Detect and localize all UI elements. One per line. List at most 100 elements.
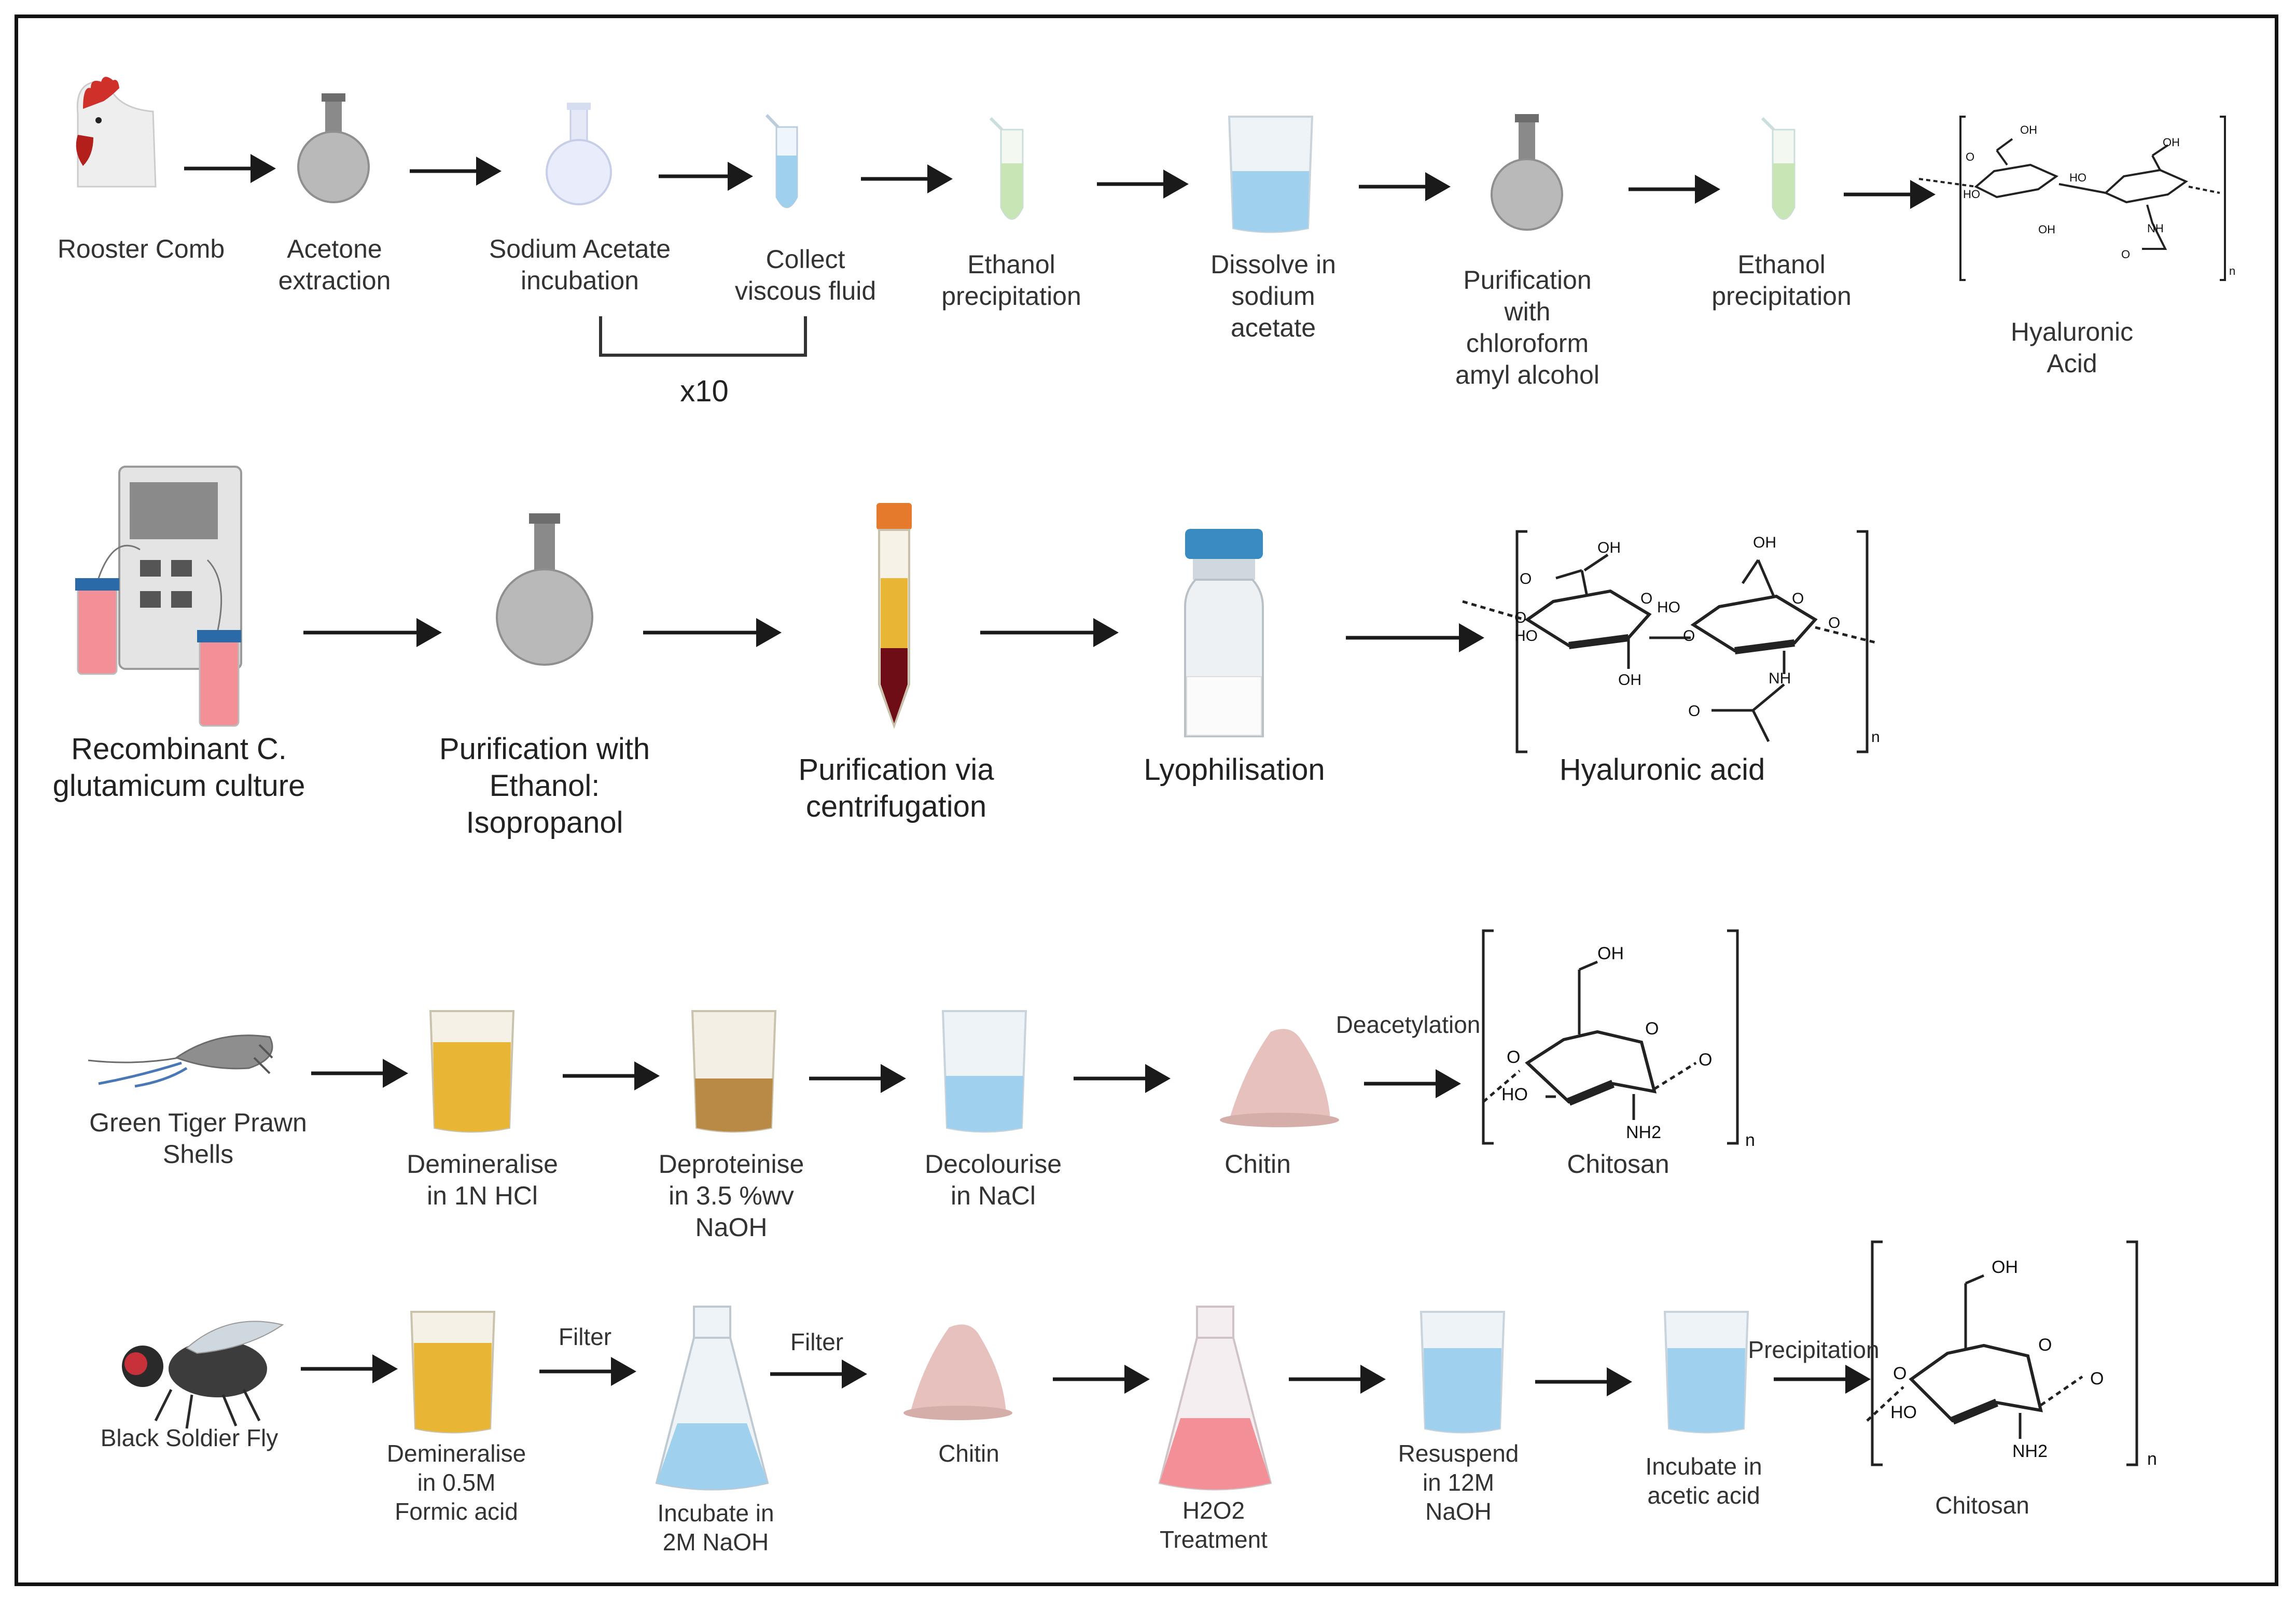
label-incubate-naoh: Incubate in 2M NaOH: [657, 1500, 774, 1556]
centrifuge-tube-icon: [876, 503, 912, 729]
chitin-pile-icon-2: [903, 1324, 1012, 1420]
nacl-beaker-icon: [941, 1010, 1027, 1133]
label-black-soldier-fly: Black Soldier Fly: [100, 1424, 279, 1451]
cs1-o-right: O: [1699, 1050, 1713, 1070]
acetic-acid-beaker-icon: [1663, 1311, 1749, 1434]
label-green-tiger-prawn-shells: Green Tiger Prawn Shells: [89, 1108, 307, 1169]
ha2-o-4: O: [1683, 627, 1695, 645]
ethanol-tube-icon-2: [1761, 117, 1796, 220]
black-soldier-fly-icon: [122, 1321, 284, 1429]
sodium-acetate-beaker-icon: [1228, 116, 1314, 233]
cs1-ho: HO: [1501, 1085, 1528, 1104]
cs1-n: n: [1745, 1130, 1755, 1150]
label-filter-1: Filter: [558, 1323, 612, 1350]
label-chitosan-2: Chitosan: [1935, 1492, 2029, 1519]
label-precipitation: Precipitation: [1748, 1336, 1880, 1363]
cs2-ho: HO: [1890, 1403, 1917, 1422]
label-chitin-1: Chitin: [1224, 1150, 1291, 1179]
label-recombinant-culture: Recombinant C. glutamicum culture: [52, 732, 305, 803]
label-demineralise-hcl: Demineralise in 1N HCl: [407, 1150, 558, 1210]
label-deacetylation: Deacetylation: [1335, 1011, 1481, 1038]
label-rooster-comb: Rooster Comb: [57, 234, 225, 263]
formic-beaker-icon: [410, 1311, 496, 1434]
label-hyaluronic-acid-2: Hyaluronic acid: [1559, 753, 1765, 787]
label-lyophilisation: Lyophilisation: [1144, 753, 1325, 787]
ha1-oh-1: OH: [2020, 123, 2037, 136]
ha1-nh: NH: [2147, 222, 2164, 235]
label-sodium-acetate-incubation: Sodium Acetate incubation: [489, 234, 671, 295]
hyaluronic-acid-structure-1: [1918, 116, 2226, 281]
ha2-oh-1: OH: [1597, 539, 1621, 556]
row1-arrows: [184, 154, 1936, 209]
cs2-oh: OH: [1992, 1257, 2018, 1277]
label-dissolve-sodium-acetate: Dissolve in sodium acetate: [1210, 250, 1336, 342]
hyaluronic-acid-structure-2: [1462, 530, 1878, 753]
naoh-12m-beaker-icon: [1420, 1311, 1506, 1434]
label-demineralise-formic: Demineralise in 0.5M Formic acid: [386, 1440, 526, 1525]
hcl-beaker-icon: [429, 1010, 515, 1133]
cs2-o-ring: O: [2038, 1335, 2052, 1355]
label-acetone-extraction: Acetone extraction: [278, 234, 391, 295]
viscous-fluid-tube-icon: [765, 114, 798, 208]
h2o2-erlenmeyer-icon: [1158, 1306, 1272, 1491]
cs2-o-left: O: [1893, 1364, 1907, 1383]
ha2-o-7: O: [1688, 703, 1701, 720]
ha2-oh-2: OH: [1618, 671, 1641, 689]
ha2-ho-1: HO: [1514, 627, 1538, 645]
chloroform-flask-icon: [1491, 114, 1563, 231]
row4-arrows: [301, 1354, 1871, 1396]
label-ethanol-precipitation-1: Ethanol precipitation: [941, 250, 1081, 311]
cs2-n: n: [2147, 1449, 2157, 1469]
chitin-pile-icon-1: [1220, 1029, 1339, 1127]
rooster-icon: [76, 77, 157, 188]
ethanol-tube-icon-1: [989, 117, 1024, 220]
label-decolourise-nacl: Decolourise in NaCl: [924, 1150, 1062, 1210]
chitosan-structure-1: [1482, 929, 1739, 1145]
label-chitosan-1: Chitosan: [1567, 1150, 1669, 1179]
label-purification-centrifugation: Purification via centrifugation: [798, 753, 994, 823]
ha2-o-3: O: [1640, 590, 1653, 607]
cs1-o-ring: O: [1645, 1019, 1659, 1039]
cs1-o-left: O: [1507, 1047, 1521, 1067]
label-chitin-2: Chitin: [938, 1440, 999, 1467]
cs2-nh2: NH2: [2012, 1441, 2048, 1461]
repeat-bracket: [599, 316, 807, 357]
label-resuspend-naoh: Resuspend in 12M NaOH: [1398, 1440, 1519, 1525]
ha1-ho-2: HO: [2069, 171, 2086, 184]
ha1-ho-1: HO: [1963, 188, 1980, 201]
row3-arrows: [311, 1059, 1461, 1098]
row2-arrows: [303, 618, 1484, 652]
ha1-oh-3: OH: [2163, 136, 2180, 149]
chitosan-structure-2: [1866, 1240, 2138, 1466]
ha1-n: n: [2229, 264, 2236, 277]
ha2-o-6: O: [1828, 614, 1841, 632]
cs2-o-right: O: [2090, 1369, 2104, 1389]
label-purification-ethanol-isopropanol: Purification with Ethanol: Isopropanol: [439, 732, 650, 839]
label-h2o2-treatment: H2O2 Treatment: [1160, 1497, 1268, 1553]
ha1-o-1: O: [1966, 150, 1975, 163]
label-ethanol-precipitation-2: Ethanol precipitation: [1711, 250, 1852, 311]
ha2-n: n: [1871, 729, 1880, 746]
ha1-o-2: O: [2121, 248, 2131, 261]
repeat-label: x10: [680, 374, 729, 408]
lyophilisation-vial-icon: [1184, 529, 1264, 737]
cs1-oh: OH: [1597, 944, 1624, 963]
ha1-oh-2: OH: [2038, 223, 2055, 236]
ethanol-isopropanol-flask-icon: [496, 513, 593, 666]
ha2-o-1: O: [1520, 570, 1532, 587]
bioreactor-icon: [75, 466, 242, 727]
label-deproteinise-naoh: Deproteinise in 3.5 %wv NaOH: [658, 1150, 804, 1242]
naoh-erlenmeyer-icon: [655, 1306, 769, 1491]
ha2-ho-2: HO: [1657, 599, 1680, 616]
acetone-flask-icon: [297, 93, 370, 203]
ha2-o-5: O: [1792, 590, 1804, 607]
label-hyaluronic-acid-1: Hyaluronic Acid: [2010, 317, 2134, 378]
ha2-o-2: O: [1514, 609, 1527, 626]
naoh-beaker-icon: [691, 1010, 777, 1133]
label-purification-chloroform: Purification with chloroform amyl alcoho…: [1455, 265, 1599, 389]
label-incubate-acetic: Incubate in acetic acid: [1645, 1453, 1762, 1509]
ha2-oh-3: OH: [1753, 534, 1776, 551]
label-filter-2: Filter: [790, 1328, 844, 1355]
ha2-nh: NH: [1769, 670, 1791, 687]
